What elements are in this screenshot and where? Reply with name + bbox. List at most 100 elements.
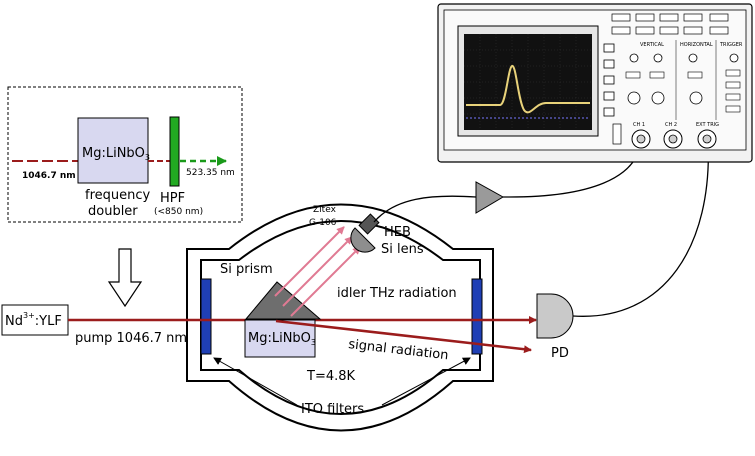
menu-button[interactable] <box>603 59 615 69</box>
thz-idler-beams <box>274 226 361 317</box>
knob[interactable] <box>689 91 703 105</box>
laser-suffix: :YLF <box>35 314 62 329</box>
ext-trig-port-label: EXT TRIG <box>696 122 719 128</box>
idler-radiation-label: idler THz radiation <box>337 286 457 301</box>
nonlinear-crystal-name: Mg:LiNbO <box>248 331 311 346</box>
doubler-label: doubler <box>88 204 138 219</box>
signal-beam <box>275 319 532 354</box>
amplifier <box>475 181 505 214</box>
top-button[interactable] <box>635 26 655 35</box>
scope-menu-buttons <box>603 43 615 117</box>
ch2-port-label: CH 2 <box>665 122 677 128</box>
small-button[interactable] <box>725 81 741 89</box>
thz-ray-2 <box>282 236 353 307</box>
cable-heb-to-amplifier <box>373 195 477 223</box>
knob[interactable] <box>653 53 663 63</box>
scope-section-horizontal: HORIZONTAL <box>680 42 713 48</box>
top-button[interactable] <box>611 26 631 35</box>
photodiode <box>536 293 574 339</box>
top-button[interactable] <box>635 13 655 22</box>
hpf-filter <box>169 116 180 187</box>
nonlinear-crystal-subscript: 3 <box>311 338 316 347</box>
si-prism <box>244 281 322 320</box>
small-button[interactable] <box>725 105 741 113</box>
ito-filters-label: ITO filters <box>301 402 364 417</box>
ch1-port-label: CH 1 <box>633 122 645 128</box>
top-button[interactable] <box>683 13 703 22</box>
cryostat-inner-wall <box>200 220 481 415</box>
temperature-label: T=4.8K <box>306 369 356 384</box>
menu-button[interactable] <box>603 75 615 85</box>
scope-small-buttons <box>625 69 741 113</box>
ito-arrow-right <box>381 357 471 406</box>
small-button[interactable] <box>725 93 741 101</box>
ito-arrow-left <box>213 357 298 406</box>
knob[interactable] <box>629 53 639 63</box>
laser-superscript: 3+ <box>23 311 35 320</box>
ext-trig-connector-core <box>702 134 712 144</box>
cable-pd-to-ext-trig <box>572 139 709 317</box>
scope-section-vertical: VERTICAL <box>640 42 664 48</box>
cryostat <box>186 203 494 432</box>
heb-detector <box>350 213 380 253</box>
zitex-model-label: G-106 <box>309 218 337 228</box>
scope-trace <box>466 64 590 114</box>
ch1-connector-core <box>636 134 646 144</box>
inset-dashed-frame <box>7 86 243 223</box>
small-button[interactable] <box>649 71 665 79</box>
scope-top-buttons <box>611 13 729 35</box>
doubled-wavelength-label: 523.35 nm <box>186 168 235 178</box>
pd-label: PD <box>551 346 569 361</box>
knob[interactable] <box>729 53 739 63</box>
top-button[interactable] <box>659 13 679 22</box>
top-button[interactable] <box>709 13 729 22</box>
top-button[interactable] <box>659 26 679 35</box>
small-button[interactable] <box>625 71 641 79</box>
laser-name: Nd <box>5 314 23 329</box>
oscilloscope: VERTICAL HORIZONTAL TRIGGER <box>437 3 753 163</box>
heb-mount <box>358 213 380 235</box>
hpf-label: HPF <box>160 191 185 206</box>
frequency-label: frequency <box>85 188 151 203</box>
ch2-connector-core <box>668 134 678 144</box>
knob[interactable] <box>627 91 641 105</box>
zitex-label: Zitex <box>313 205 337 215</box>
doubler-crystal <box>77 117 149 184</box>
ito-filter-right <box>471 278 483 355</box>
menu-button[interactable] <box>603 107 615 117</box>
si-lens-label: Si lens <box>381 242 424 257</box>
laser-source-box <box>1 304 69 336</box>
heb-label: HEB <box>384 225 411 240</box>
laser-source-label: Nd3+:YLF <box>5 311 62 329</box>
doubler-crystal-label: Mg:LiNbO3 <box>82 146 150 162</box>
knob[interactable] <box>651 91 665 105</box>
top-button[interactable] <box>611 13 631 22</box>
menu-button[interactable] <box>603 91 615 101</box>
scope-grid <box>464 34 592 130</box>
knob[interactable] <box>688 53 698 63</box>
scope-connectors <box>631 129 717 149</box>
scope-knobs <box>627 53 739 105</box>
top-button[interactable] <box>683 26 703 35</box>
doubler-crystal-name: Mg:LiNbO <box>82 146 145 161</box>
si-prism-label: Si prism <box>220 262 273 277</box>
top-button[interactable] <box>709 26 729 35</box>
pump-label: pump 1046.7 nm <box>75 331 187 346</box>
ito-filter-left <box>200 278 212 355</box>
small-button[interactable] <box>687 71 703 79</box>
scope-probe-comp <box>612 123 622 145</box>
thz-ray-1 <box>274 226 345 297</box>
scope-section-trigger: TRIGGER <box>719 42 743 48</box>
hpf-cutoff-label: (<850 nm) <box>154 207 203 217</box>
menu-button[interactable] <box>603 43 615 53</box>
nonlinear-crystal-label: Mg:LiNbO3 <box>248 331 316 347</box>
frequency-doubler-inset: 1046.7 nm Mg:LiNbO3 523.35 nm frequency … <box>7 86 243 223</box>
hollow-down-arrow <box>107 248 143 308</box>
doubler-crystal-subscript: 3 <box>145 153 150 162</box>
si-lens <box>350 227 376 253</box>
small-button[interactable] <box>725 69 741 77</box>
inset-pump-wavelength: 1046.7 nm <box>22 171 76 181</box>
thz-ray-3 <box>290 246 361 317</box>
nonlinear-crystal <box>244 319 316 358</box>
